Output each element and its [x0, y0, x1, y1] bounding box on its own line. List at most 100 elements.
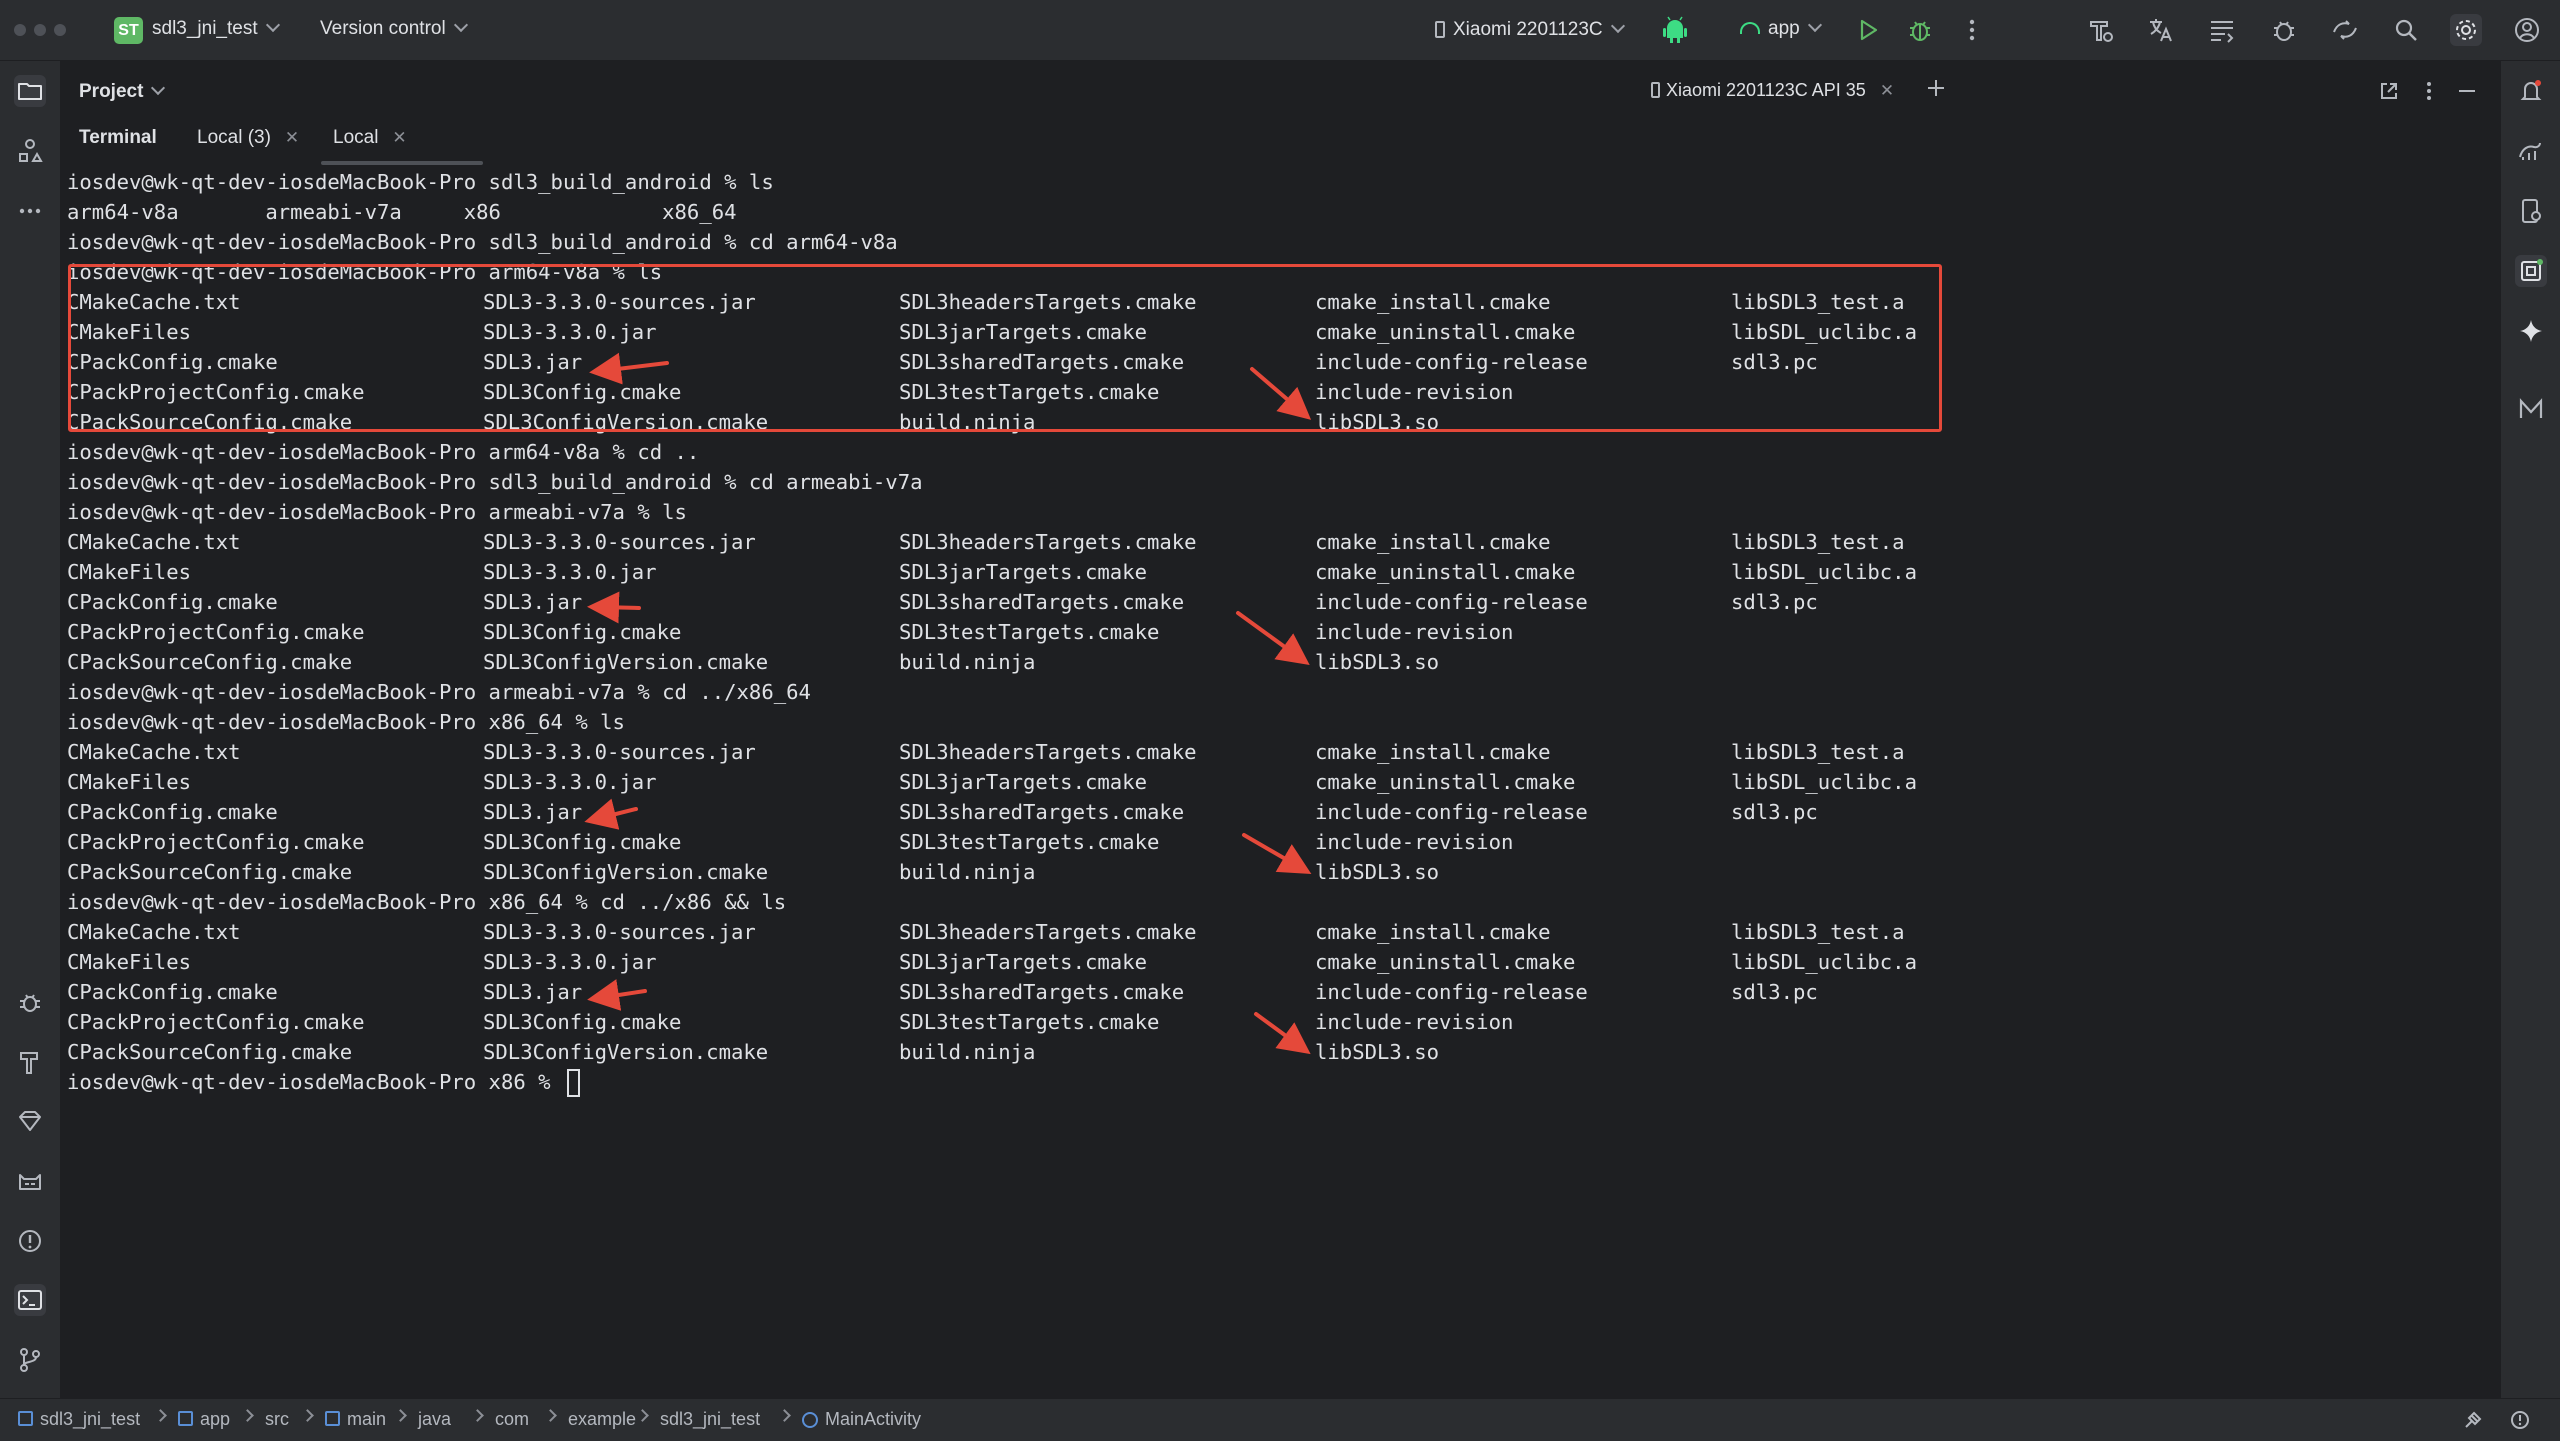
- project-badge[interactable]: ST: [114, 17, 143, 44]
- device-manager-icon[interactable]: [2329, 14, 2361, 46]
- markdown-m-icon[interactable]: [2515, 393, 2547, 425]
- search-icon[interactable]: [2390, 14, 2422, 46]
- terminal-text: arm64-v8a armeabi-v7a x86 x86_64: [67, 200, 737, 224]
- file-entry: cmake_install.cmake: [1315, 920, 1551, 944]
- settings-gear-icon[interactable]: [2450, 14, 2482, 46]
- breadcrumb-label: main: [347, 1409, 387, 1429]
- gradle-icon[interactable]: [2515, 135, 2547, 167]
- device-tab[interactable]: Xiaomi 2201123C API 35✕: [1651, 80, 1894, 101]
- file-entry: CPackConfig.cmake: [67, 980, 278, 1004]
- device-file-explorer-icon[interactable]: [2515, 195, 2547, 227]
- file-entry: SDL3-3.3.0-sources.jar: [483, 290, 756, 314]
- open-in-window-icon[interactable]: [2377, 79, 2401, 103]
- window-zoom-button[interactable]: [54, 24, 66, 36]
- run-icon[interactable]: [1852, 14, 1884, 46]
- file-entry: SDL3.jar: [483, 590, 583, 614]
- power-save-icon[interactable]: [2462, 1409, 2484, 1431]
- android-icon[interactable]: [1659, 14, 1691, 46]
- file-entry: SDL3jarTargets.cmake: [899, 320, 1147, 344]
- terminal-output[interactable]: iosdev@wk-qt-dev-iosdeMacBook-Pro sdl3_b…: [61, 167, 2499, 1398]
- window-minimize-button[interactable]: [34, 24, 46, 36]
- file-entry: build.ninja: [899, 650, 1036, 674]
- file-entry: CPackSourceConfig.cmake: [67, 1040, 353, 1064]
- debug-tool-icon[interactable]: [14, 986, 46, 1018]
- account-icon[interactable]: [2511, 14, 2543, 46]
- translate-icon[interactable]: [2145, 14, 2177, 46]
- breadcrumb-item[interactable]: src: [265, 1409, 289, 1430]
- plugins-icon[interactable]: [2268, 14, 2300, 46]
- project-view-selector[interactable]: Project: [79, 80, 166, 103]
- file-entry: CPackConfig.cmake: [67, 800, 278, 824]
- breadcrumb-item[interactable]: java: [418, 1409, 451, 1430]
- app-quality-insights-icon[interactable]: [14, 1105, 46, 1137]
- terminal-text: iosdev@wk-qt-dev-iosdeMacBook-Pro sdl3_b…: [67, 170, 774, 194]
- file-entry: libSDL3.so: [1315, 1040, 1439, 1064]
- file-entry: include-revision: [1315, 1010, 1514, 1034]
- more-tools-icon[interactable]: [14, 195, 46, 227]
- file-entry: CPackProjectConfig.cmake: [67, 1010, 365, 1034]
- annotation-arrows: [584, 352, 1312, 1055]
- file-entry: CPackSourceConfig.cmake: [67, 650, 353, 674]
- module-icon: [18, 1411, 33, 1426]
- more-options-icon[interactable]: [1956, 14, 1988, 46]
- file-entry: libSDL3_test.a: [1731, 920, 1905, 944]
- sdk-manager-icon[interactable]: [2085, 14, 2117, 46]
- breadcrumb-item[interactable]: main: [325, 1409, 386, 1430]
- project-switcher[interactable]: sdl3_jni_test: [152, 17, 280, 40]
- breadcrumb-label: sdl3_jni_test: [660, 1409, 761, 1429]
- build-hammer-icon[interactable]: [14, 1046, 46, 1078]
- breadcrumb-item[interactable]: MainActivity: [802, 1409, 921, 1430]
- arrow-to-libsdl3-so: [1242, 833, 1312, 875]
- run-config-selector[interactable]: app: [1740, 17, 1822, 40]
- version-control-menu[interactable]: Version control: [320, 17, 468, 40]
- chevron-down-icon: [453, 17, 468, 33]
- breadcrumb-item[interactable]: app: [178, 1409, 230, 1430]
- android-app-icon: [1740, 22, 1760, 34]
- chevron-right-icon: [241, 1409, 254, 1422]
- file-entry: SDL3Config.cmake: [483, 1010, 682, 1034]
- file-entry: libSDL3_test.a: [1731, 740, 1905, 764]
- resource-manager-icon[interactable]: [14, 135, 46, 167]
- module-icon: [325, 1411, 340, 1426]
- file-entry: SDL3.jar: [483, 980, 583, 1004]
- running-devices-icon[interactable]: [2515, 255, 2547, 287]
- chevron-right-icon: [544, 1409, 557, 1422]
- breadcrumb-label: example: [568, 1409, 637, 1429]
- event-log-warning-icon[interactable]: [2509, 1409, 2531, 1431]
- terminal-line: arm64-v8a armeabi-v7a x86 x86_64: [67, 197, 2467, 227]
- close-icon[interactable]: ✕: [1879, 81, 1895, 100]
- breadcrumb-item[interactable]: sdl3_jni_test: [660, 1409, 760, 1430]
- terminal-line: iosdev@wk-qt-dev-iosdeMacBook-Pro armeab…: [67, 497, 2467, 527]
- breadcrumb-item[interactable]: sdl3_jni_test: [18, 1409, 140, 1430]
- add-tab-icon[interactable]: [1923, 75, 1949, 101]
- tab-local-3[interactable]: Local (3)✕: [197, 127, 299, 149]
- close-icon[interactable]: ✕: [284, 128, 300, 147]
- chevron-right-icon: [471, 1409, 484, 1422]
- breadcrumb-item[interactable]: com: [495, 1409, 529, 1430]
- file-entry: libSDL3_test.a: [1731, 530, 1905, 554]
- problems-icon[interactable]: [14, 1225, 46, 1257]
- gemini-sparkle-icon[interactable]: [2515, 315, 2547, 347]
- notifications-bell-icon[interactable]: [2515, 75, 2547, 107]
- logcat-icon[interactable]: [14, 1165, 46, 1197]
- window-close-button[interactable]: [14, 24, 26, 36]
- layout-inspector-icon[interactable]: [2206, 14, 2238, 46]
- file-entry: cmake_uninstall.cmake: [1315, 320, 1576, 344]
- tab-local[interactable]: Local✕: [333, 127, 407, 149]
- chevron-right-icon: [154, 1409, 167, 1422]
- chevron-right-icon: [301, 1409, 314, 1422]
- debug-icon[interactable]: [1904, 14, 1936, 46]
- phone-icon: [1651, 82, 1660, 98]
- panel-options-icon[interactable]: [2417, 79, 2441, 103]
- git-branch-icon[interactable]: [14, 1344, 46, 1376]
- minimize-panel-icon[interactable]: [2455, 79, 2479, 103]
- device-selector[interactable]: Xiaomi 2201123C: [1435, 18, 1625, 41]
- device-name: Xiaomi 2201123C: [1453, 19, 1603, 40]
- terminal-icon[interactable]: [14, 1284, 46, 1316]
- close-icon[interactable]: ✕: [392, 128, 407, 147]
- project-folder-icon[interactable]: [14, 75, 46, 107]
- breadcrumb-item[interactable]: example: [568, 1409, 636, 1430]
